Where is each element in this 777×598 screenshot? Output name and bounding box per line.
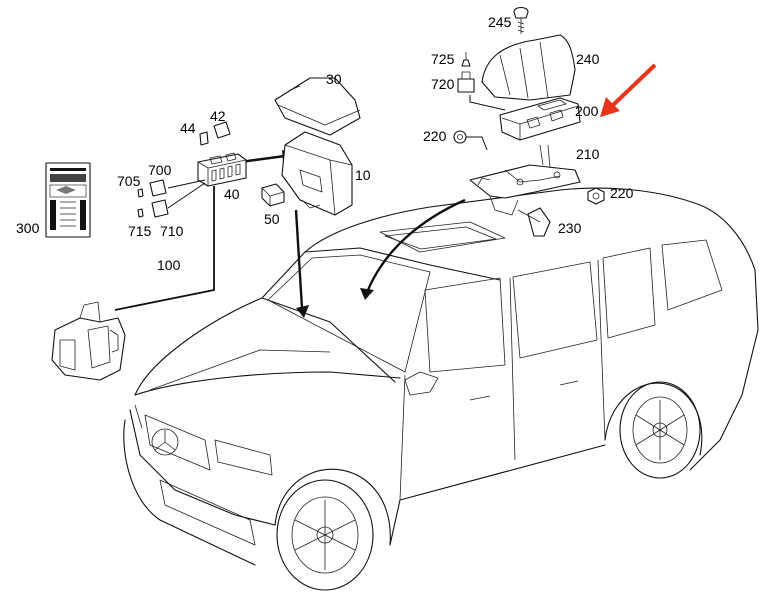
- callout-labels: 245 240 725 720 200 220 210 220 230 30 4…: [16, 14, 634, 273]
- part-700-connector: [149, 179, 167, 197]
- assembly-arrows: [239, 150, 466, 318]
- callout-300[interactable]: 300: [16, 220, 40, 236]
- part-10-fuse-box-housing: [281, 131, 353, 216]
- callout-200[interactable]: 200: [575, 103, 599, 119]
- part-30-fuse-box-lid: [274, 77, 361, 136]
- callout-100[interactable]: 100: [157, 257, 181, 273]
- callout-30[interactable]: 30: [326, 71, 342, 87]
- part-210-bracket: [469, 144, 581, 216]
- part-100-wiring-harness: [51, 186, 215, 381]
- callout-220-upper[interactable]: 220: [423, 128, 447, 144]
- callout-42[interactable]: 42: [210, 108, 226, 124]
- callout-245[interactable]: 245: [488, 14, 512, 30]
- part-40-relay-box: [197, 152, 247, 187]
- callout-220-lower[interactable]: 220: [610, 185, 634, 201]
- part-50-fuse-strip: [261, 183, 285, 207]
- part-230-bolt: [517, 207, 551, 237]
- part-720-connector: [457, 71, 475, 93]
- callout-230[interactable]: 230: [558, 220, 582, 236]
- callout-210[interactable]: 210: [576, 146, 600, 162]
- part-715-terminal: [137, 208, 144, 218]
- callout-44[interactable]: 44: [180, 120, 196, 136]
- callout-40[interactable]: 40: [224, 186, 240, 202]
- callout-700[interactable]: 700: [148, 162, 172, 178]
- vehicle-outline: [123, 187, 759, 591]
- part-300-fuse-chart: [45, 162, 91, 238]
- callout-720[interactable]: 720: [431, 76, 455, 92]
- callout-725[interactable]: 725: [431, 51, 455, 67]
- part-245-screw: [513, 6, 529, 34]
- part-710-connector: [151, 199, 169, 218]
- part-200-control-unit: [499, 97, 581, 141]
- callout-50[interactable]: 50: [264, 211, 280, 227]
- part-705-terminal: [137, 188, 144, 198]
- red-arrow-icon: [600, 63, 657, 117]
- part-725-pin: [461, 52, 471, 67]
- callout-240[interactable]: 240: [576, 51, 600, 67]
- callout-705[interactable]: 705: [117, 173, 141, 189]
- part-220-grommet-upper: [453, 130, 488, 151]
- part-42-relay: [213, 121, 231, 139]
- callout-715[interactable]: 715: [128, 223, 152, 239]
- callout-10[interactable]: 10: [355, 167, 371, 183]
- part-220-nut-lower: [587, 187, 605, 205]
- part-240-cover: [481, 34, 576, 101]
- callout-710[interactable]: 710: [160, 223, 184, 239]
- part-44-fuse: [199, 131, 209, 146]
